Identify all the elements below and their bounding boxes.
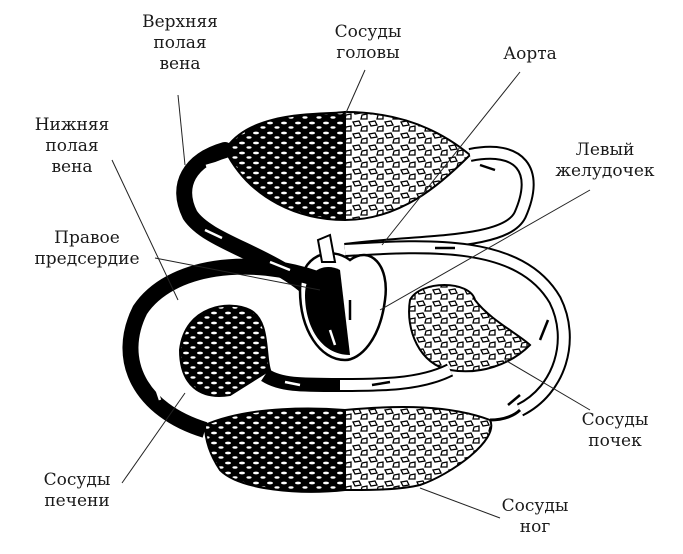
flow-arrows xyxy=(153,160,550,406)
leg-vessels-bed xyxy=(203,406,522,493)
label-inferior-vena-cava: Нижняя полая вена xyxy=(34,115,110,177)
label-aorta: Аорта xyxy=(503,44,557,64)
leader-lines xyxy=(111,69,591,519)
label-kidney-vessels: Сосуды почек xyxy=(581,410,649,451)
label-head-vessels: Сосуды головы xyxy=(334,22,402,63)
label-right-atrium: Правое предсердие xyxy=(34,228,140,269)
inferior-vena-cava xyxy=(122,258,323,438)
kidney-vessels-bed xyxy=(408,284,532,373)
liver-vessels-bed xyxy=(178,304,272,397)
label-superior-vena-cava: Верхняя полая вена xyxy=(142,12,218,74)
label-left-ventricle: Левый желудочек xyxy=(555,140,655,181)
label-liver-vessels: Сосуды печени xyxy=(43,470,111,511)
label-leg-vessels: Сосуды ног xyxy=(501,496,569,537)
head-vessels-bed xyxy=(223,110,472,222)
